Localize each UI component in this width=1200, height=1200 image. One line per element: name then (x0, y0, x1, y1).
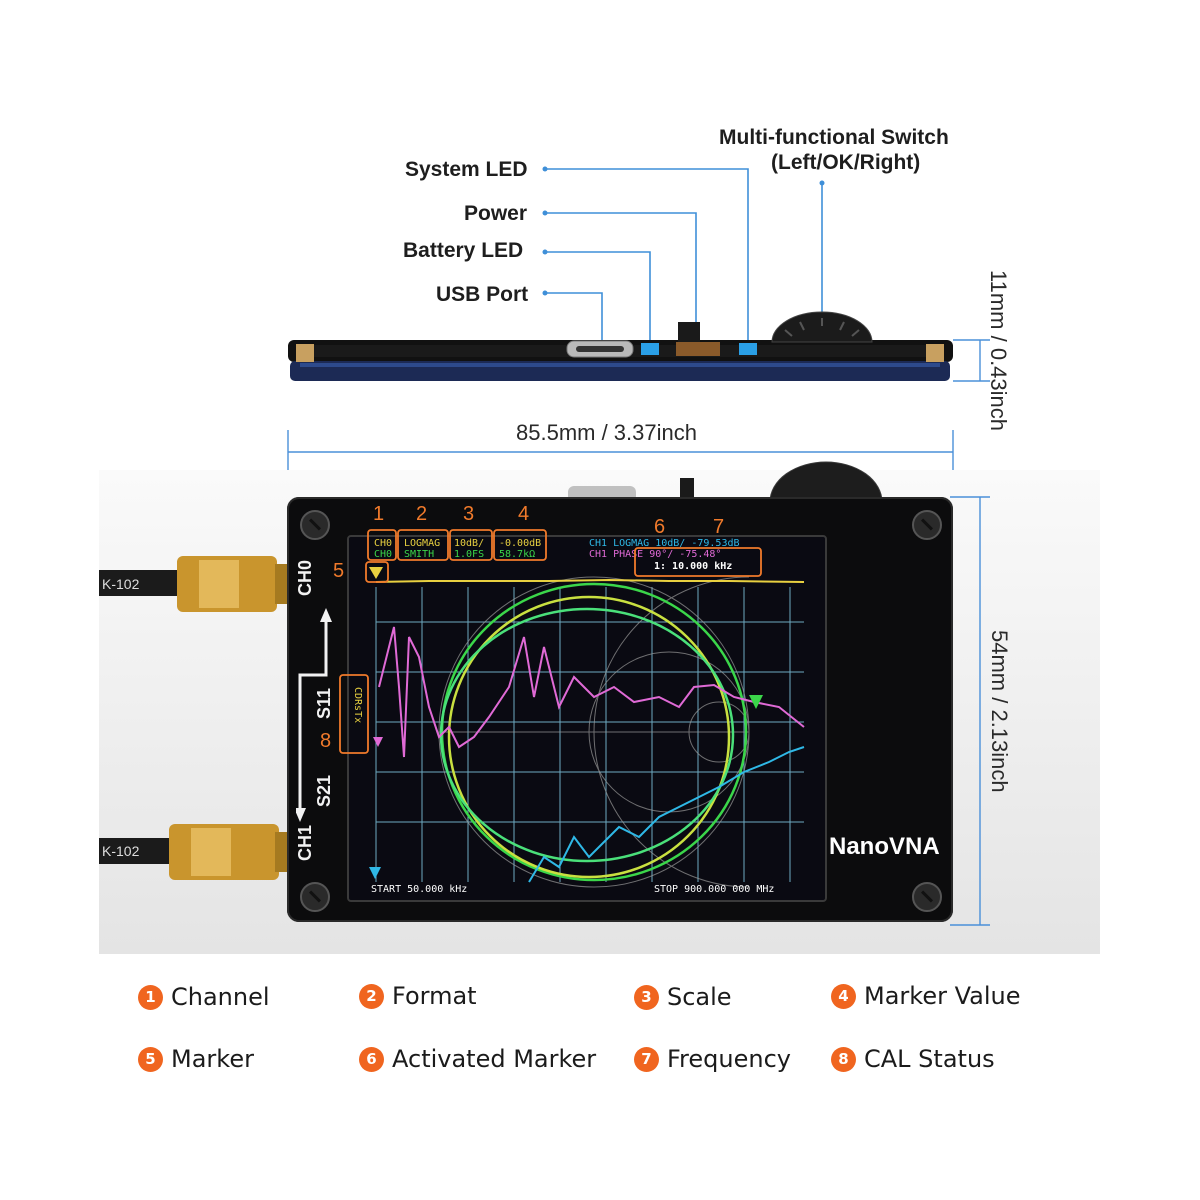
port-ch1-label: CH1 (295, 825, 315, 862)
legend-item-channel: 1 Channel (138, 983, 270, 1011)
value-col1: -0.00dB (499, 538, 542, 549)
usb-port-label: USB Port (436, 283, 529, 306)
screw (912, 510, 942, 540)
legend-label: Format (392, 982, 477, 1010)
ch1-phase-line: CH1 PHASE 90°/ -75.48° (589, 549, 722, 560)
annotation-number: 8 (320, 730, 332, 752)
channel-col1: CH0 (374, 538, 393, 549)
vna-screen: CH0 CH0 LOGMAG SMITH 10dB/ 1.0FS -0.00dB… (347, 535, 827, 902)
thickness-dimension: 11mm / 0.43inch (986, 270, 1011, 432)
height-dimension: 54mm / 2.13inch (987, 630, 1012, 793)
system-led-label: System LED (405, 158, 528, 181)
legend-label: CAL Status (864, 1045, 995, 1073)
number-badge: 2 (359, 983, 384, 1009)
sma-cables (99, 556, 287, 880)
brand-label: NanoVNA (829, 833, 940, 860)
screw (300, 510, 330, 540)
battery-led-label: Battery LED (403, 239, 524, 262)
switch-label: Multi-functional Switch (719, 126, 949, 149)
legend-label: Frequency (667, 1045, 791, 1073)
annotation-number: 5 (333, 560, 345, 582)
switch-sublabel: (Left/OK/Right) (771, 151, 921, 174)
annotation-number: 4 (518, 503, 530, 525)
number-badge: 5 (138, 1046, 163, 1072)
annotation-boxes (339, 529, 762, 754)
legend-item-frequency: 7 Frequency (634, 1045, 791, 1073)
port-ch0-label: CH0 (295, 560, 315, 597)
annotation-number: 6 (654, 516, 666, 538)
side-view-diagram (287, 166, 990, 470)
number-badge: 6 (359, 1046, 384, 1072)
annotation-number: 7 (713, 516, 725, 538)
format-col2: SMITH (404, 549, 435, 560)
active-marker-freq: 1: 10.000 kHz (654, 561, 733, 572)
scale-col1: 10dB/ (454, 538, 485, 549)
legend-item-scale: 3 Scale (634, 983, 732, 1011)
legend-label: Marker Value (864, 982, 1021, 1010)
number-badge: 4 (831, 983, 856, 1009)
cal-status: CDRsTx (352, 687, 363, 724)
number-badge: 3 (634, 984, 659, 1010)
legend-label: Marker (171, 1045, 254, 1073)
width-dimension: 85.5mm / 3.37inch (516, 420, 697, 445)
legend-label: Scale (667, 983, 732, 1011)
power-label: Power (464, 202, 528, 225)
annotation-number: 1 (373, 503, 385, 525)
number-badge: 8 (831, 1046, 856, 1072)
sweep-start: START 50.000 kHz (371, 884, 468, 895)
cable-label-ch1: K-102 (102, 843, 140, 859)
annotation-number: 3 (463, 503, 475, 525)
screw (912, 882, 942, 912)
vna-plot (369, 567, 805, 888)
legend-label: Channel (171, 983, 270, 1011)
signal-path-arrows (296, 608, 332, 822)
height-dimension-lines (950, 496, 990, 926)
legend-item-format: 2 Format (359, 982, 477, 1010)
scale-col2: 1.0FS (454, 549, 485, 560)
legend-item-activated-marker: 6 Activated Marker (359, 1045, 596, 1073)
number-badge: 1 (138, 984, 163, 1010)
legend-item-marker: 5 Marker (138, 1045, 254, 1073)
cable-label-ch0: K-102 (102, 576, 140, 592)
format-col1: LOGMAG (404, 538, 441, 549)
screw (300, 882, 330, 912)
channel-col2: CH0 (374, 549, 393, 560)
number-badge: 7 (634, 1046, 659, 1072)
value-col2: 58.7kΩ (499, 549, 536, 560)
ch1-logmag-line: CH1 LOGMAG 10dB/ -79.53dB (589, 538, 740, 549)
legend-item-marker-value: 4 Marker Value (831, 982, 1021, 1010)
sweep-stop: STOP 900.000 000 MHz (654, 884, 775, 895)
annotation-number: 2 (416, 503, 428, 525)
legend-item-cal-status: 8 CAL Status (831, 1045, 995, 1073)
legend-label: Activated Marker (392, 1045, 597, 1073)
